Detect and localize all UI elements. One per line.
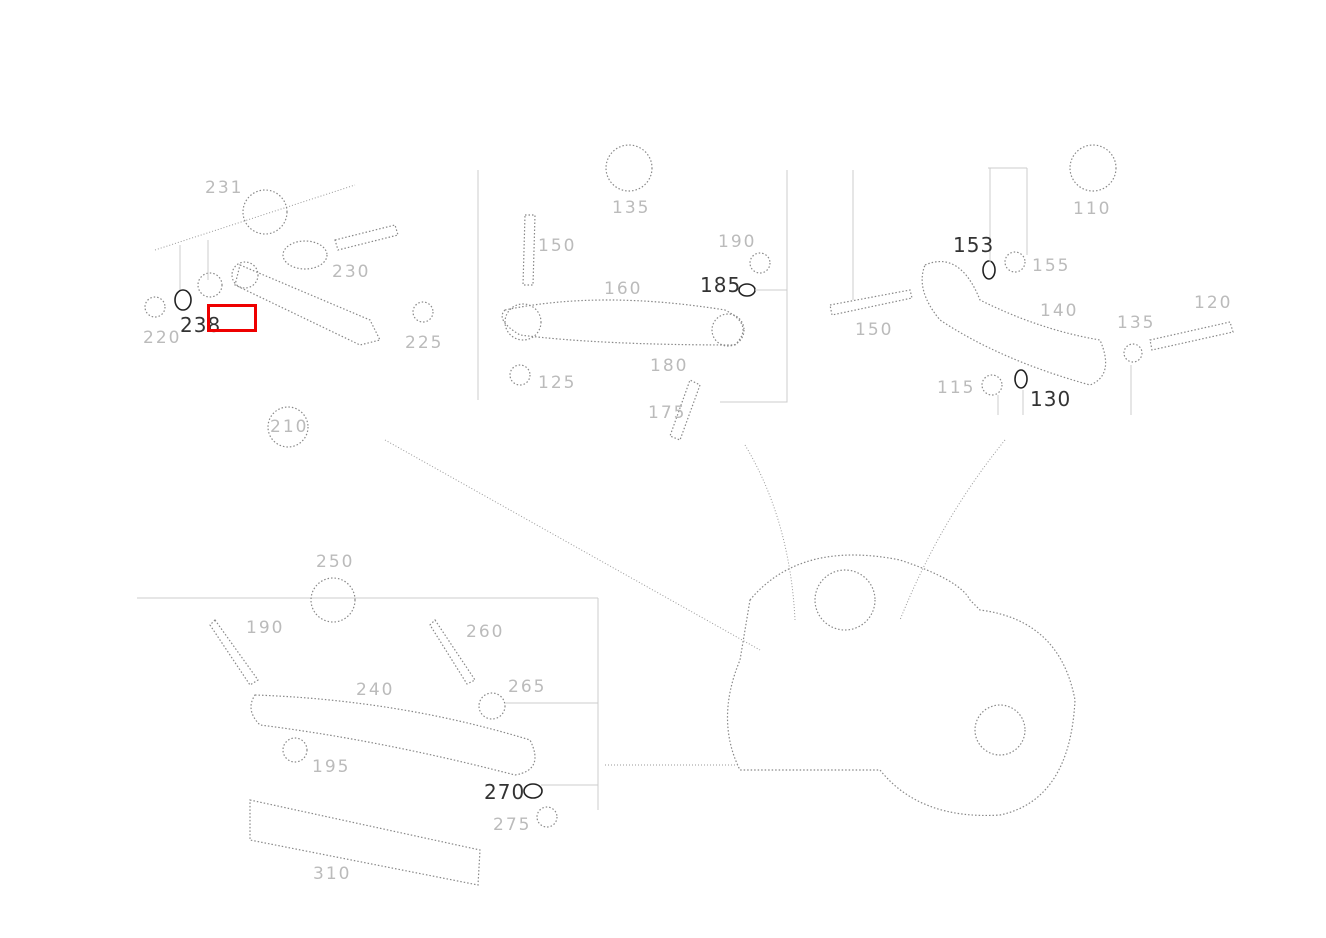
nut-190: [749, 252, 771, 274]
label-140: 140: [1040, 301, 1079, 321]
nut-240: [144, 296, 166, 318]
stabilizer-310: [249, 799, 481, 886]
bushing-230: [282, 240, 328, 270]
nut-125: [509, 364, 531, 386]
control-arm-240: [250, 694, 536, 776]
part-110: [1069, 144, 1117, 192]
part-135-right: [1123, 343, 1143, 363]
label-265: 265: [508, 677, 547, 697]
label-115: 115: [937, 378, 976, 398]
label-190: 190: [718, 232, 757, 252]
label-135-right: 135: [1117, 313, 1156, 333]
label-230: 230: [332, 262, 371, 282]
washer-153: [982, 260, 996, 280]
label-180: 180: [650, 356, 689, 376]
label-250: 250: [316, 552, 355, 572]
label-190-lower: 190: [246, 618, 285, 638]
label-125: 125: [538, 373, 577, 393]
bushing: [197, 272, 223, 298]
arm-eye-left: [504, 303, 542, 341]
label-231: 231: [205, 178, 244, 198]
nut-275: [536, 806, 558, 828]
bolt-120: [1149, 321, 1234, 351]
label-120: 120: [1194, 293, 1233, 313]
part-135: [605, 144, 653, 192]
upper-left-assembly: [144, 184, 434, 448]
label-220: 220: [143, 328, 182, 348]
rear-axle-assembly: [384, 439, 1076, 817]
upper-right-assembly: [829, 144, 1234, 415]
label-155: 155: [1032, 256, 1071, 276]
nut-115: [981, 374, 1003, 396]
bolt-150: [522, 214, 536, 286]
label-195: 195: [312, 757, 351, 777]
bolt-150-right: [829, 289, 913, 316]
label-150-right: 150: [855, 320, 894, 340]
lower-left-assembly: [137, 577, 599, 886]
label-238: 238: [180, 313, 222, 337]
axis-line: [154, 184, 356, 251]
washer-238: [174, 289, 192, 311]
control-arm-160: [501, 299, 744, 346]
washer-130: [1014, 369, 1028, 389]
arm-eye: [231, 261, 259, 289]
link-arm: [234, 264, 381, 346]
highlight-box[interactable]: [207, 304, 257, 332]
label-150: 150: [538, 236, 577, 256]
label-225: 225: [405, 333, 444, 353]
bolt-260: [429, 619, 476, 685]
label-270: 270: [484, 780, 526, 804]
hub: [974, 704, 1026, 756]
label-175: 175: [648, 403, 687, 423]
axle-housing: [727, 554, 1076, 817]
part-210: [267, 406, 309, 448]
arm-eye-right: [711, 313, 745, 347]
washer-270: [523, 783, 543, 799]
label-210: 210: [270, 417, 309, 437]
part-250: [310, 577, 356, 623]
bolt-220-top: [334, 224, 399, 251]
label-135: 135: [612, 198, 651, 218]
label-310: 310: [313, 864, 352, 884]
label-185: 185: [700, 273, 742, 297]
label-160: 160: [604, 279, 643, 299]
washer-185: [738, 283, 756, 297]
nut-225: [412, 301, 434, 323]
differential: [814, 569, 876, 631]
label-153: 153: [953, 233, 995, 257]
bolt-190-lower: [209, 619, 259, 686]
label-130: 130: [1030, 387, 1072, 411]
control-arm-140: [921, 261, 1107, 386]
nut-155: [1004, 251, 1026, 273]
label-275: 275: [493, 815, 532, 835]
label-240: 240: [356, 680, 395, 700]
bushing-231: [242, 189, 288, 235]
part-265: [478, 692, 506, 720]
upper-middle-assembly: [477, 144, 788, 441]
bolt-175: [669, 379, 701, 441]
label-110: 110: [1073, 199, 1112, 219]
nut-195: [282, 737, 308, 763]
label-260: 260: [466, 622, 505, 642]
